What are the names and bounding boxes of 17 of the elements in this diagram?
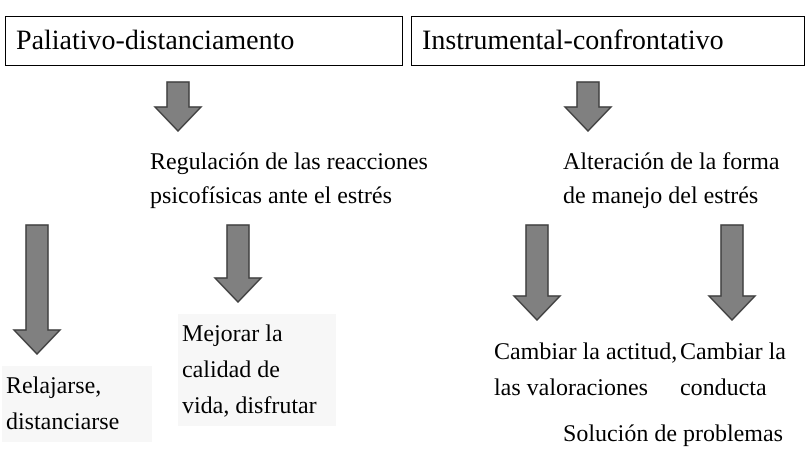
node-text: Cambiar la conducta — [680, 338, 787, 403]
category-box — [5, 16, 403, 66]
block-arrow — [153, 81, 203, 132]
block-arrow — [512, 224, 562, 322]
node-text: Regulación de las reacciones psicofísicas ante el estrés — [150, 148, 429, 211]
category-box — [411, 16, 805, 66]
block-arrow — [213, 224, 263, 304]
block-arrow — [563, 81, 613, 132]
block-arrow — [707, 224, 757, 322]
node-text: Alteración de la forma de manejo del estrés — [563, 148, 781, 211]
node-text: Mejorar la calidad de vida, disfrutar — [182, 320, 318, 421]
node-text: Cambiar la actitud, las valoraciones — [494, 338, 678, 403]
block-arrow — [12, 224, 62, 356]
node-text: Relajarse, distanciarse — [6, 372, 120, 437]
note-text: Solución de problemas — [563, 420, 783, 449]
node-text: Instrumental-confrontativo — [422, 25, 725, 57]
node-text: Paliativo-distanciamento — [16, 25, 296, 57]
